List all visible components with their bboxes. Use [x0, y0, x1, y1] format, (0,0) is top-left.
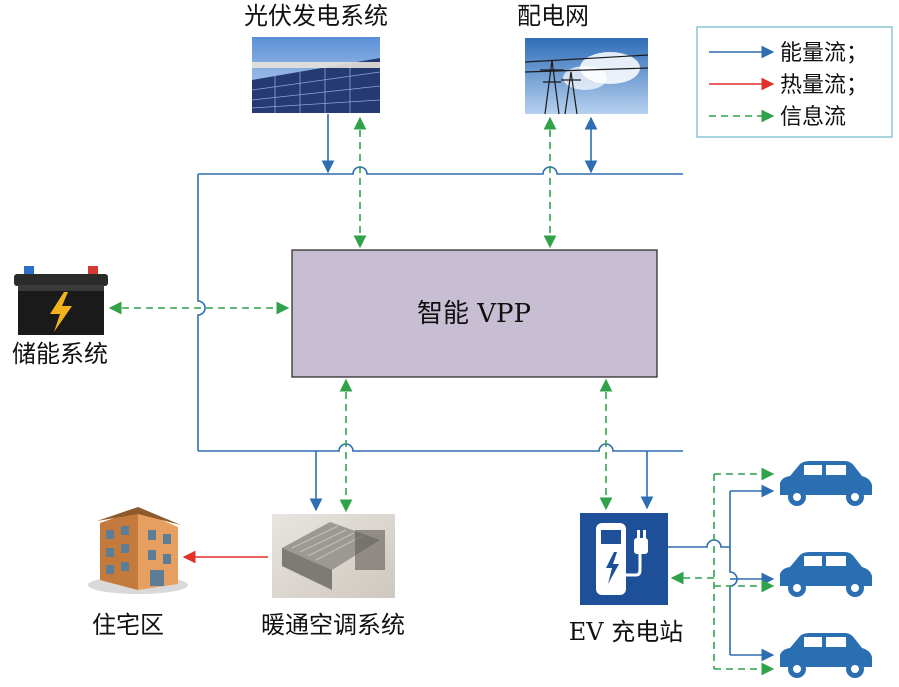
legend-heat-label: 热量流；: [780, 73, 868, 98]
residence-label: 住宅区: [92, 611, 164, 639]
grid-label: 配电网: [517, 2, 589, 30]
hvac-label: 暖通空调系统: [261, 611, 405, 639]
vpp-box: [291, 249, 658, 378]
legend-energy-label: 能量流；: [780, 41, 868, 66]
vpp-label: 智能 VPP: [417, 299, 531, 329]
hvac-photo: [272, 514, 395, 598]
solar-panel-photo: [251, 37, 381, 113]
power-tower-photo: [524, 38, 649, 115]
car-icon: [780, 461, 872, 506]
ev-car-info-flows: [670, 467, 775, 676]
car-icon: [780, 633, 872, 678]
ev-car-energy-flows: [668, 484, 775, 662]
ev-charger-icon: [580, 513, 668, 605]
pv-label: 光伏发电系统: [244, 2, 388, 30]
legend-box: [696, 26, 893, 138]
legend: 能量流； 热量流； 信息流: [696, 26, 893, 138]
storage-label: 储能系统: [12, 340, 108, 368]
info-flows: [108, 116, 613, 513]
legend-info-label: 信息流: [780, 105, 846, 130]
car-icon: [780, 552, 872, 597]
battery-icon: [14, 266, 108, 335]
building-icon: [88, 507, 188, 594]
ev-station-label: EV 充电站: [569, 618, 683, 646]
